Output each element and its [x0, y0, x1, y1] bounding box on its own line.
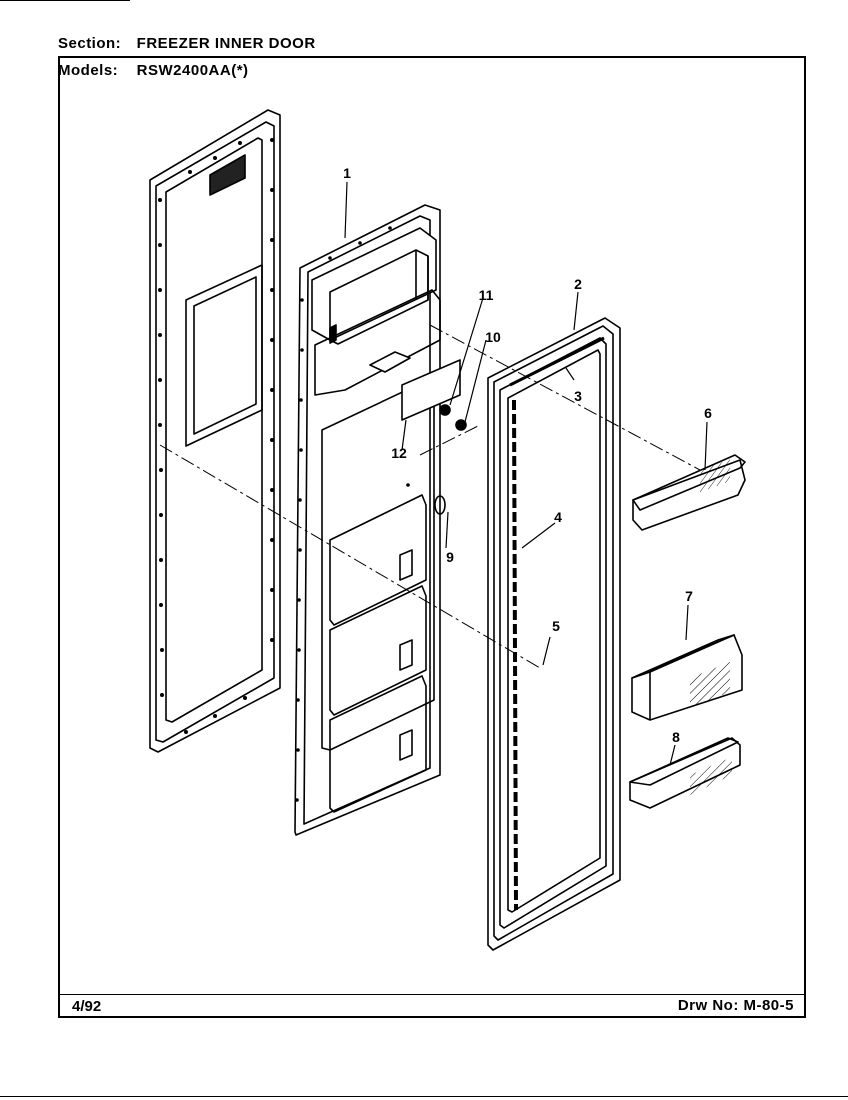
models-label: Models:: [58, 62, 119, 79]
shelf-bin-upper: [632, 454, 746, 531]
callout-10: 10: [485, 329, 501, 345]
top-edge-line: [0, 0, 130, 1]
leader-lines: [344, 181, 708, 766]
alignment-lines: [159, 324, 701, 669]
callout-12: 12: [391, 445, 407, 461]
drawing-frame: [58, 56, 806, 1018]
door-gasket: [487, 317, 621, 951]
section-label: Section:: [58, 35, 122, 52]
callout-labels: 1 2 3 4 5 6 7 8 9 10 11 12: [343, 165, 712, 745]
models-value: RSW2400AA(*): [136, 62, 249, 79]
dispenser-cover-part: [401, 359, 461, 421]
bottom-edge-line: [0, 1096, 848, 1097]
callout-8: 8: [672, 729, 680, 745]
inner-door-liner: [294, 204, 467, 836]
drawing-date: 4/92: [72, 998, 102, 1015]
callout-2: 2: [574, 276, 582, 292]
panel-screw-holes: [158, 138, 274, 734]
models-header: Models: RSW2400AA(*): [58, 62, 249, 79]
callout-6: 6: [704, 405, 712, 421]
plug-button-part: [434, 495, 446, 515]
callout-1: 1: [343, 165, 351, 181]
callout-9: 9: [446, 549, 454, 565]
shelf-bin-lower: [629, 737, 741, 809]
callout-4: 4: [554, 509, 562, 525]
section-header: Section: FREEZER INNER DOOR: [58, 35, 316, 52]
washer-part: [455, 419, 467, 431]
callout-3: 3: [574, 388, 582, 404]
callout-11: 11: [479, 287, 494, 303]
callout-5: 5: [552, 618, 560, 634]
section-value: FREEZER INNER DOOR: [136, 35, 316, 52]
drawing-number: Drw No: M-80-5: [677, 997, 794, 1014]
footer-divider: [58, 994, 806, 995]
shelf-bin-middle: [631, 634, 743, 721]
screw-part: [439, 404, 451, 416]
outer-door-panel: [149, 109, 281, 753]
callout-7: 7: [685, 588, 693, 604]
liner-screw-holes: [295, 226, 410, 802]
